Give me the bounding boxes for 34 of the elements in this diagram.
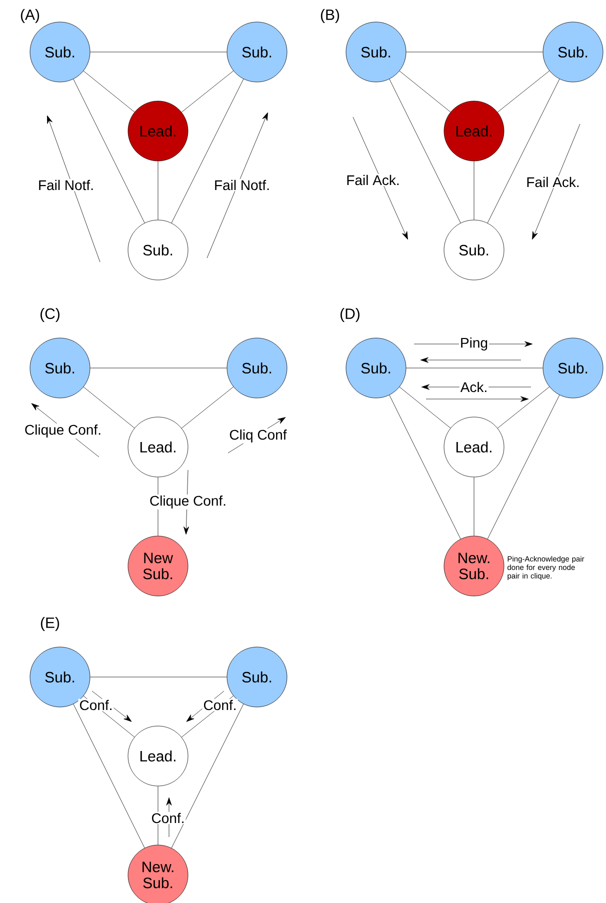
connector-line <box>181 70 234 112</box>
panel-label: (A) <box>20 9 40 23</box>
connector-line <box>171 78 244 224</box>
message-label: Conf. <box>150 812 186 824</box>
connector-line <box>181 386 234 428</box>
panel-label: (E) <box>40 617 60 631</box>
connector-line <box>73 704 145 848</box>
connector-line <box>487 78 560 224</box>
connector-line <box>497 386 550 428</box>
connector-line <box>83 70 135 112</box>
message-label: Conf. <box>78 698 114 712</box>
connector-line <box>399 386 451 428</box>
message-label: Ping <box>459 336 490 352</box>
panel-label: (B) <box>320 9 340 23</box>
message-label: Clique Conf. <box>148 494 228 510</box>
connector-line <box>497 70 550 112</box>
connector-line <box>399 70 451 112</box>
message-label: Cliq Conf <box>228 428 288 444</box>
message-label: Fail Notf. <box>37 178 95 192</box>
panel-label: (D) <box>340 308 360 322</box>
message-label: Ack. <box>459 380 489 394</box>
connector-line <box>389 78 461 224</box>
connector-line <box>83 386 135 428</box>
connector-line <box>487 394 560 540</box>
message-label: Clique Conf. <box>23 423 103 439</box>
connector-line <box>171 704 244 848</box>
message-label: Conf. <box>202 698 238 712</box>
message-label: Fail Ack. <box>525 176 581 188</box>
panel-label: (C) <box>40 308 60 322</box>
connector-line <box>73 78 145 224</box>
connector-line <box>90 676 227 678</box>
message-label: Fail Ack. <box>345 174 401 186</box>
message-label: Fail Notf. <box>213 178 271 192</box>
connector-line <box>389 394 461 540</box>
